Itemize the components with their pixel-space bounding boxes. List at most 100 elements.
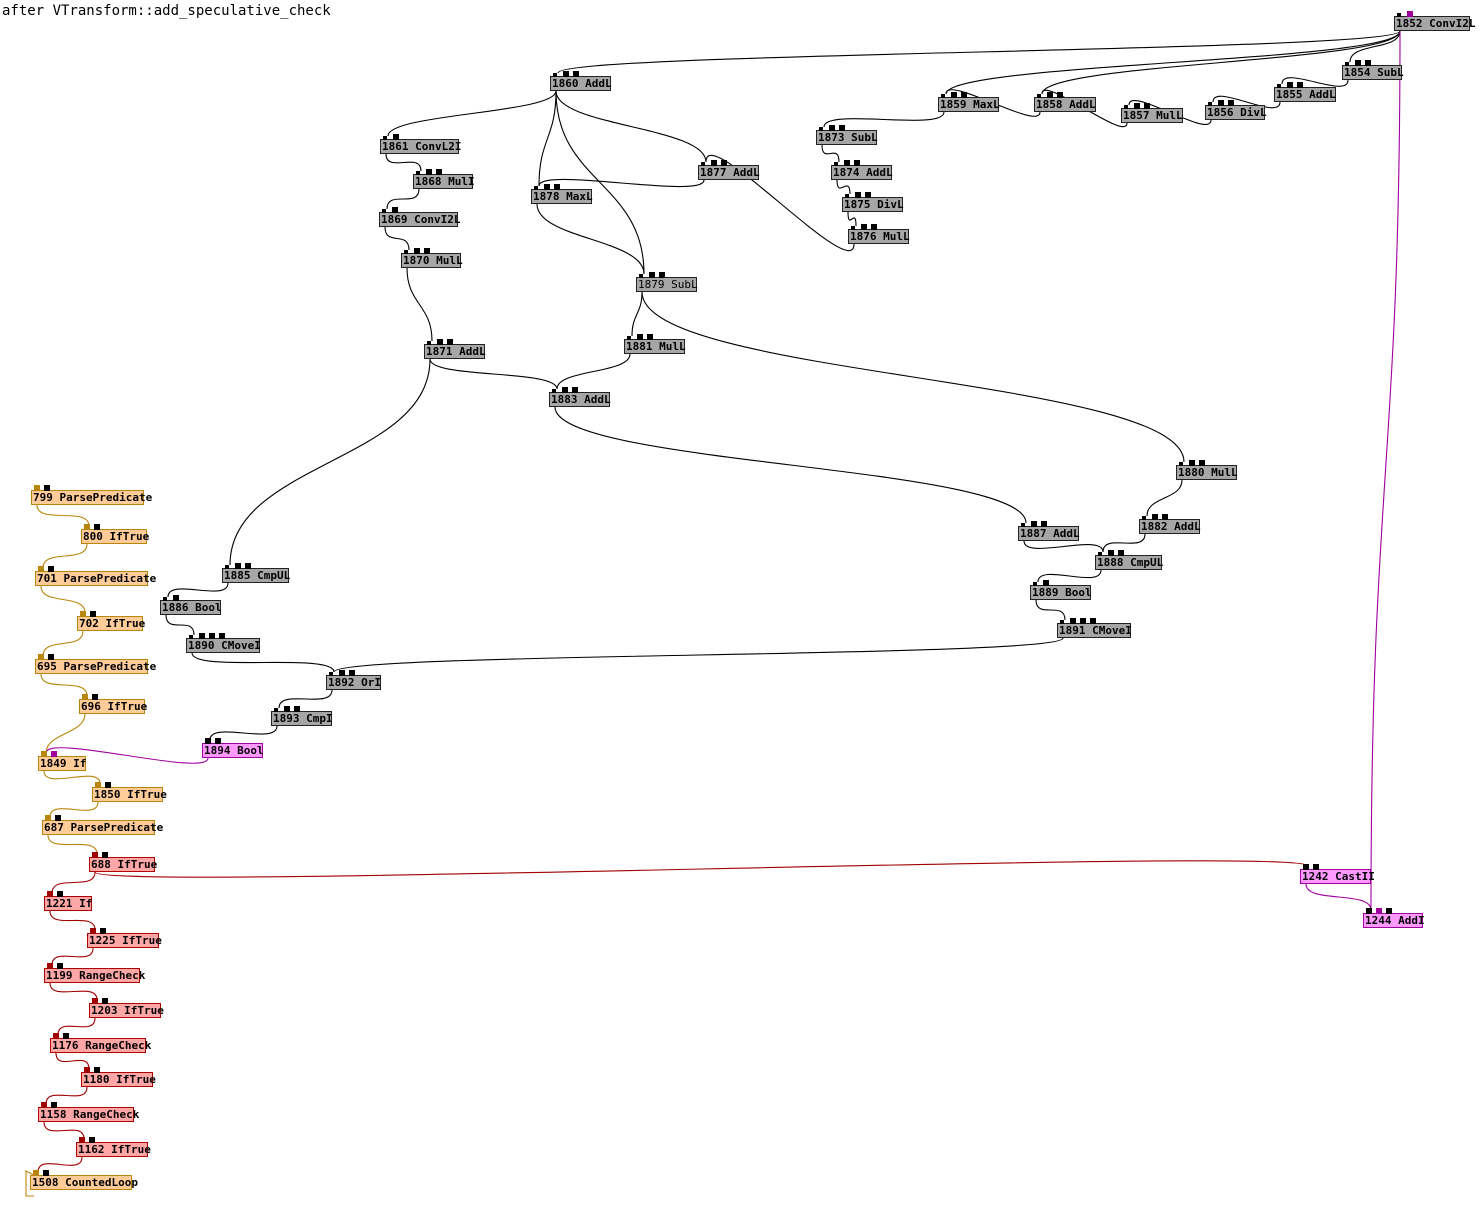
input-port[interactable]	[349, 670, 355, 676]
input-port[interactable]	[572, 387, 578, 393]
input-port[interactable]	[48, 566, 54, 572]
node-1861[interactable]: 1861 ConvL2I	[380, 134, 461, 154]
node-1882[interactable]: 1882 AddL	[1139, 514, 1201, 534]
input-port[interactable]	[1199, 460, 1205, 466]
node-1858[interactable]: 1858 AddL	[1034, 92, 1096, 112]
input-port[interactable]	[1124, 105, 1128, 109]
input-port[interactable]	[51, 1102, 57, 1108]
node-1893[interactable]: 1893 CmpI	[271, 706, 333, 726]
input-port[interactable]	[845, 194, 849, 198]
node-1244[interactable]: 1244 AddI	[1363, 908, 1425, 928]
input-port[interactable]	[105, 782, 111, 788]
input-port[interactable]	[647, 334, 653, 340]
input-port[interactable]	[55, 815, 61, 821]
node-1850[interactable]: 1850 IfTrue	[92, 782, 167, 802]
input-port[interactable]	[205, 738, 211, 744]
input-port[interactable]	[1208, 102, 1212, 106]
node-1874[interactable]: 1874 AddL	[831, 160, 893, 180]
input-port[interactable]	[1118, 550, 1124, 556]
input-port[interactable]	[573, 71, 579, 77]
node-1877[interactable]: 1877 AddL	[698, 160, 760, 180]
input-port[interactable]	[1303, 864, 1309, 870]
input-port[interactable]	[427, 341, 431, 345]
input-port[interactable]	[1365, 60, 1371, 66]
node-1868[interactable]: 1868 MulI	[413, 169, 475, 189]
input-port[interactable]	[57, 891, 63, 897]
input-port[interactable]	[1152, 514, 1158, 520]
node-1225[interactable]: 1225 IfTrue	[87, 928, 162, 948]
input-port[interactable]	[102, 852, 108, 858]
input-port[interactable]	[941, 94, 945, 98]
node-1885[interactable]: 1885 CmpUL	[222, 563, 290, 583]
input-port[interactable]	[1297, 82, 1303, 88]
input-port[interactable]	[219, 633, 225, 639]
node-1876[interactable]: 1876 MulL	[848, 224, 910, 244]
input-port[interactable]	[1313, 864, 1319, 870]
input-port[interactable]	[1021, 523, 1025, 527]
input-port[interactable]	[1277, 84, 1281, 88]
input-port[interactable]	[961, 92, 967, 98]
input-port[interactable]	[1108, 550, 1114, 556]
input-port[interactable]	[92, 694, 98, 700]
input-port[interactable]	[48, 654, 54, 660]
input-port[interactable]	[41, 751, 47, 757]
input-port[interactable]	[43, 1170, 49, 1176]
node-1894[interactable]: 1894 Bool	[202, 738, 264, 758]
input-port[interactable]	[63, 1033, 69, 1039]
input-port[interactable]	[865, 192, 871, 198]
node-1869[interactable]: 1869 ConvI2L	[379, 207, 460, 227]
input-port[interactable]	[1041, 521, 1047, 527]
input-port[interactable]	[426, 169, 432, 175]
input-port[interactable]	[861, 224, 867, 230]
node-1879[interactable]: 1879 SubL	[636, 272, 698, 292]
node-1162[interactable]: 1162 IfTrue	[76, 1137, 151, 1157]
input-port[interactable]	[639, 274, 643, 278]
input-port[interactable]	[844, 160, 850, 166]
node-1873[interactable]: 1873 SubL	[816, 125, 878, 145]
input-port[interactable]	[47, 963, 53, 969]
input-port[interactable]	[424, 248, 430, 254]
node-1889[interactable]: 1889 Bool	[1030, 580, 1092, 600]
node-1854[interactable]: 1854 SubL	[1342, 60, 1404, 80]
input-port[interactable]	[627, 336, 631, 340]
node-1180[interactable]: 1180 IfTrue	[81, 1067, 156, 1087]
node-1158[interactable]: 1158 RangeCheck	[38, 1102, 139, 1122]
input-port[interactable]	[637, 334, 643, 340]
input-port[interactable]	[47, 891, 53, 897]
input-port[interactable]	[274, 708, 278, 712]
node-1878[interactable]: 1878 MaxL	[531, 184, 593, 204]
input-port[interactable]	[437, 339, 443, 345]
node-1199[interactable]: 1199 RangeCheck	[44, 963, 145, 983]
input-port[interactable]	[80, 611, 86, 617]
input-port[interactable]	[1033, 582, 1037, 586]
input-port[interactable]	[95, 782, 101, 788]
input-port[interactable]	[92, 998, 98, 1004]
input-port[interactable]	[721, 160, 727, 166]
input-port[interactable]	[90, 611, 96, 617]
input-port[interactable]	[44, 485, 50, 491]
input-port[interactable]	[245, 563, 251, 569]
input-port[interactable]	[41, 1102, 47, 1108]
input-port[interactable]	[392, 207, 398, 213]
input-port[interactable]	[851, 226, 855, 230]
input-port[interactable]	[1031, 521, 1037, 527]
input-port[interactable]	[1376, 908, 1382, 914]
input-port[interactable]	[209, 633, 215, 639]
node-1860[interactable]: 1860 AddL	[550, 71, 612, 91]
input-port[interactable]	[199, 633, 205, 639]
node-1875[interactable]: 1875 DivL	[842, 192, 904, 212]
input-port[interactable]	[854, 160, 860, 166]
input-port[interactable]	[819, 127, 823, 131]
input-port[interactable]	[563, 71, 569, 77]
input-port[interactable]	[1189, 460, 1195, 466]
input-port[interactable]	[1162, 514, 1168, 520]
input-port[interactable]	[414, 248, 420, 254]
input-port[interactable]	[1080, 618, 1086, 624]
input-port[interactable]	[436, 169, 442, 175]
node-1890[interactable]: 1890 CMoveI	[186, 633, 261, 653]
node-688[interactable]: 688 IfTrue	[89, 852, 157, 872]
input-port[interactable]	[84, 1067, 90, 1073]
node-1849[interactable]: 1849 If	[38, 751, 86, 771]
input-port[interactable]	[554, 184, 560, 190]
input-port[interactable]	[94, 524, 100, 530]
